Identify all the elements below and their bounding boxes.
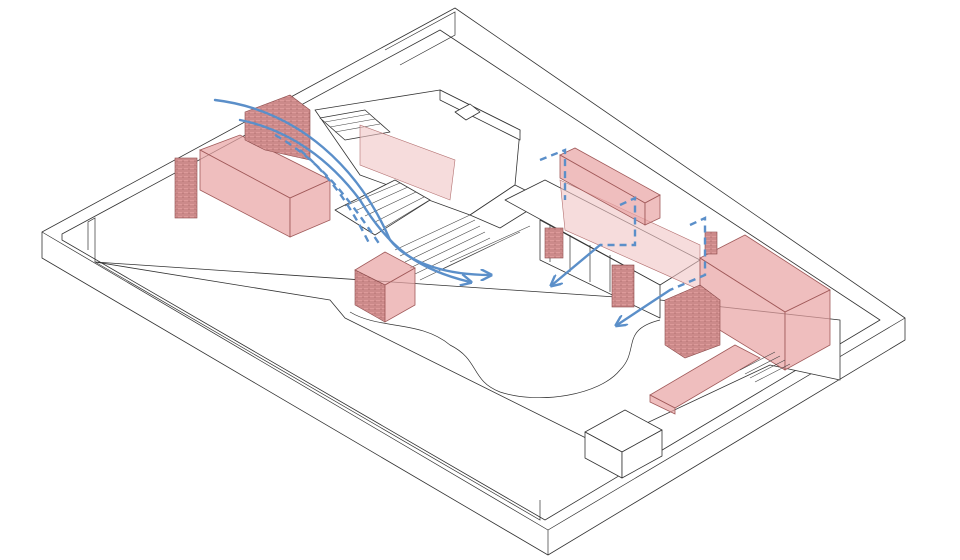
glazed-pavilion [504, 179, 701, 319]
pavilion-box [354, 251, 416, 323]
courtyard-lawn-outline [349, 311, 661, 398]
brick-column [174, 157, 198, 219]
ventilation-arrow [539, 148, 567, 200]
ventilation-arrow [552, 243, 602, 285]
left-building-volume [174, 94, 456, 238]
gate-house [584, 409, 663, 479]
wind-flow-arrow [213, 98, 490, 275]
ventilation-arrow [617, 288, 672, 325]
right-building-volume [649, 231, 831, 415]
wind-flow-arrow [274, 133, 381, 246]
wind-flow-arrow [299, 149, 372, 246]
wind-flow-arrow [238, 118, 470, 282]
right-long-wall [544, 147, 661, 308]
airflow-arrows [213, 98, 707, 325]
ventilation-arrow [600, 196, 637, 247]
stair-louvres [319, 109, 531, 281]
